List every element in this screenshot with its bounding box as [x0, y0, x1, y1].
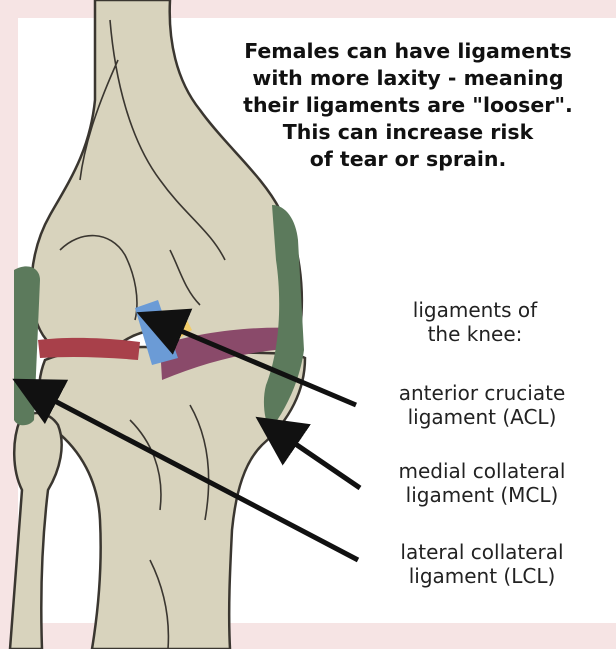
mcl-label-line: medial collateral — [362, 459, 602, 483]
lcl-ligament — [14, 266, 40, 425]
section-title: ligaments of the knee: — [352, 298, 598, 346]
acl-label-line: anterior cruciate — [362, 381, 602, 405]
fibula-bone — [10, 413, 62, 649]
mcl-label: medial collateral ligament (MCL) — [362, 459, 602, 507]
acl-label-line: ligament (ACL) — [362, 405, 602, 429]
lcl-label-line: ligament (LCL) — [362, 564, 602, 588]
section-title-line: the knee: — [352, 322, 598, 346]
lcl-label: lateral collateral ligament (LCL) — [362, 540, 602, 588]
section-title-line: ligaments of — [352, 298, 598, 322]
headline-line: their ligaments are "looser". — [208, 92, 608, 119]
mcl-label-line: ligament (MCL) — [362, 483, 602, 507]
headline-line: Females can have ligaments — [208, 38, 608, 65]
headline: Females can have ligaments with more lax… — [208, 38, 608, 173]
headline-line: with more laxity - meaning — [208, 65, 608, 92]
headline-line: This can increase risk — [208, 119, 608, 146]
mcl-arrow — [272, 428, 360, 488]
acl-label: anterior cruciate ligament (ACL) — [362, 381, 602, 429]
lateral-meniscus — [38, 338, 140, 360]
headline-line: of tear or sprain. — [208, 146, 608, 173]
lcl-label-line: lateral collateral — [362, 540, 602, 564]
